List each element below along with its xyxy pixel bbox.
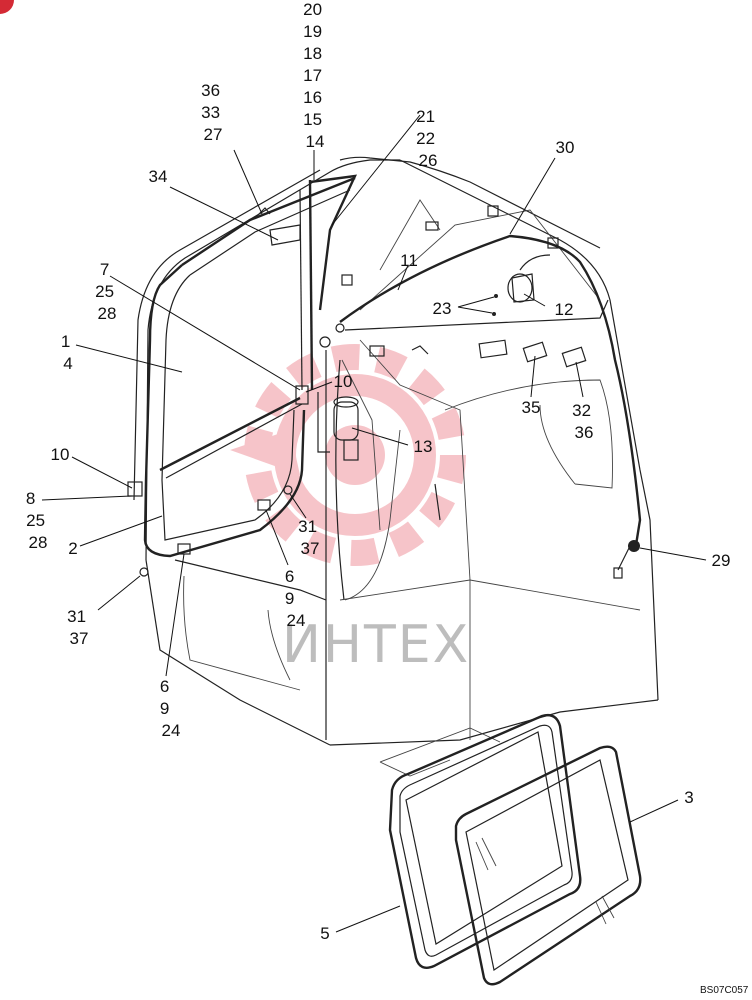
callout-7-28: 7 25 28 bbox=[95, 260, 119, 323]
front-window-frame bbox=[127, 176, 356, 558]
door-glass-seal bbox=[388, 713, 582, 969]
callout-6-24-low: 6 9 24 bbox=[160, 677, 181, 740]
callout-35: 35 bbox=[522, 398, 541, 417]
callout-11: 11 bbox=[400, 251, 418, 270]
cab-frame bbox=[133, 156, 659, 777]
callout-10-top: 10 bbox=[334, 372, 353, 391]
callout-5: 5 bbox=[320, 924, 329, 943]
callout-13: 13 bbox=[414, 437, 433, 456]
grommet-mid bbox=[283, 485, 293, 495]
callout-30: 30 bbox=[556, 138, 575, 157]
callout-8-28: 8 25 28 bbox=[26, 489, 50, 552]
wiper-rail bbox=[254, 174, 358, 348]
watermark-text: ИНТЕХ bbox=[282, 615, 470, 675]
room-lamp bbox=[341, 205, 587, 521]
callout-2: 2 bbox=[68, 539, 77, 558]
drawing-code: BS07C057 bbox=[700, 985, 749, 996]
grommet-left bbox=[139, 567, 149, 577]
callout-32-36: 32 36 bbox=[572, 401, 596, 442]
leader-lines bbox=[41, 114, 707, 933]
door-glass-pane bbox=[454, 745, 642, 986]
callout-34: 34 bbox=[149, 167, 168, 186]
callout-31-37-mid: 31 37 bbox=[298, 517, 322, 558]
callout-12: 12 bbox=[555, 300, 574, 319]
callout-3: 3 bbox=[684, 788, 693, 807]
callout-6-24-mid: 6 9 24 bbox=[285, 567, 306, 630]
callout-10-left: 10 bbox=[51, 445, 70, 464]
callout-20-14: 20 19 18 17 16 15 14 bbox=[303, 0, 327, 151]
callout-23: 23 bbox=[433, 299, 452, 318]
callout-labels: 20 19 18 17 16 15 14 36 33 27 21 22 26 3… bbox=[26, 0, 731, 943]
callout-21-26: 21 22 26 bbox=[416, 107, 440, 170]
callout-1-4: 1 4 bbox=[61, 332, 75, 373]
wiring-harness bbox=[339, 234, 642, 579]
callout-29: 29 bbox=[712, 551, 731, 570]
corner-badge-icon bbox=[0, 0, 14, 14]
callout-31-37-left: 31 37 bbox=[67, 607, 91, 648]
callout-36-27: 36 33 27 bbox=[201, 81, 225, 144]
wiper-motor bbox=[317, 392, 359, 461]
